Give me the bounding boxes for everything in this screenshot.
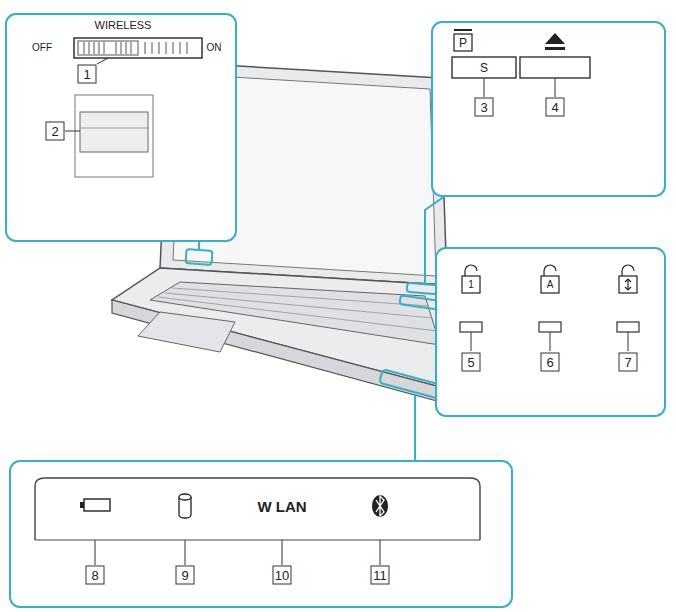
- part-label: ON: [207, 43, 222, 53]
- callout-number: 10: [273, 566, 292, 585]
- callout-number: 4: [546, 98, 565, 117]
- callout-number: 7: [619, 353, 638, 372]
- callout-number: 2: [46, 122, 65, 141]
- part-label: WIRELESS: [95, 20, 152, 31]
- callout-number: 6: [541, 353, 560, 372]
- callout-number: 1: [78, 65, 97, 84]
- part-label: A: [547, 280, 554, 290]
- part-label: S: [480, 62, 488, 74]
- part-label: OFF: [32, 43, 52, 53]
- part-label: 1: [468, 280, 474, 290]
- callout-number: 3: [475, 98, 494, 117]
- callout-number: 9: [176, 566, 195, 585]
- callout-number: 5: [462, 353, 481, 372]
- callout-number: 8: [86, 566, 105, 585]
- callout-number: 11: [371, 566, 390, 585]
- part-label: W LAN: [257, 499, 306, 514]
- part-label: P: [459, 37, 467, 49]
